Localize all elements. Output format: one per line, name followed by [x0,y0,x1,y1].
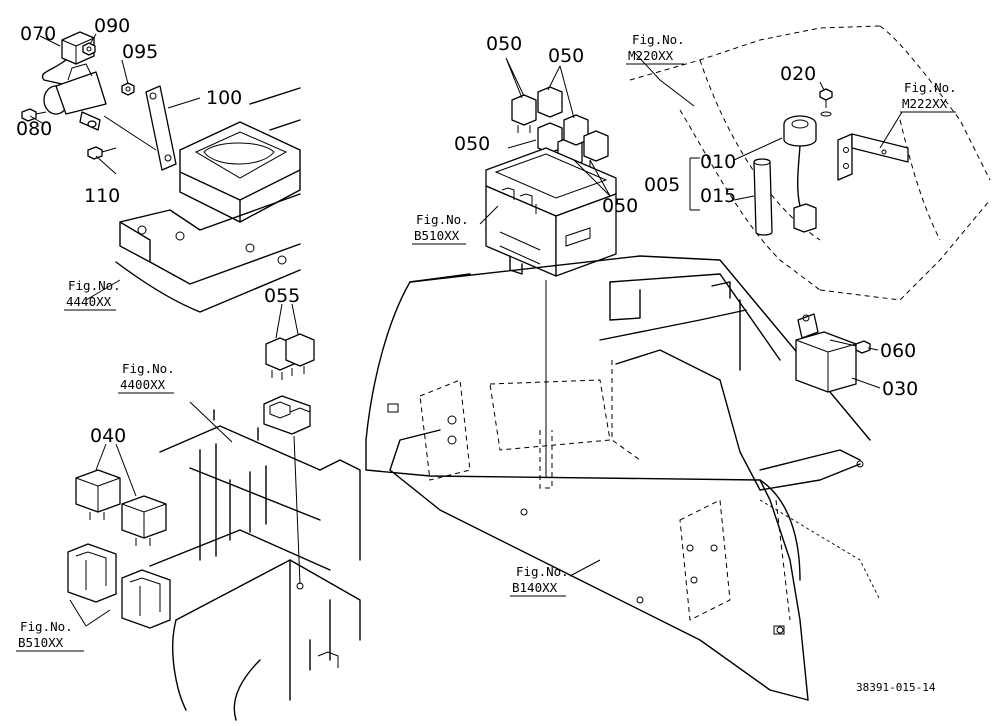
bracket-m222 [837,133,909,181]
nut-095 [121,82,135,96]
bracket-100 [103,85,177,171]
fig-ref-4400-code: 4400XX [120,377,166,392]
fig-ref-m220-code: M220XX [628,48,674,63]
fig-ref-4440-code: 4440XX [66,294,112,309]
part-number-labels: 070 090 095 100 080 110 050 050 050 050 … [16,15,918,447]
fig-ref-b510-top-label: Fig.No. [416,212,469,227]
relay-sockets-b510 [67,543,171,629]
part-number-050-c: 050 [454,133,490,155]
relay-055 [265,333,315,380]
leader-lines [29,33,903,627]
relay-socket-055 [263,395,311,585]
fig-ref-4400-label: Fig.No. [122,361,175,376]
screw-020 [819,88,833,117]
relays-050 [511,86,609,174]
part-number-005: 005 [644,174,680,196]
fig-ref-m222-label: Fig.No. [904,80,957,95]
fig-ref-b140-label: Fig.No. [516,564,569,579]
fig-ref-b140-code: B140XX [512,580,558,595]
part-number-060: 060 [880,340,916,362]
part-number-030: 030 [882,378,918,400]
part-number-095: 095 [122,41,158,63]
nut-090 [82,42,96,56]
manifold-4440 [115,87,301,313]
part-number-050-a: 050 [486,33,522,55]
sleeve-015 [753,158,773,236]
part-number-080: 080 [16,118,52,140]
fig-ref-4440-label: Fig.No. [68,278,121,293]
part-number-110: 110 [84,185,120,207]
part-number-100: 100 [206,87,242,109]
part-number-020: 020 [780,63,816,85]
figure-reference-labels: Fig.No. M220XX Fig.No. M222XX Fig.No. B5… [16,32,957,652]
bolt-060 [829,339,871,354]
relay-040-left [75,469,121,520]
part-number-015: 015 [700,185,736,207]
bracket-4400 [149,409,361,721]
part-number-050-b: 050 [548,45,584,67]
part-number-050-d: 050 [602,195,638,217]
part-number-055: 055 [264,285,300,307]
panel-b140 [365,255,881,701]
fuse-box [485,147,617,478]
part-number-010: 010 [700,151,736,173]
relay-070-assembly [41,31,107,131]
part-number-090: 090 [94,15,130,37]
flasher-030 [795,313,857,393]
drawing-code: 38391-015-14 [856,681,936,694]
sensor-010 [783,115,817,233]
bolt-110 [87,146,117,160]
fig-ref-b510-top-code: B510XX [414,228,460,243]
frame-bracket [599,273,864,491]
fig-ref-b510-bottom-code: B510XX [18,635,64,650]
fig-ref-m220-label: Fig.No. [632,32,685,47]
fig-ref-m222-code: M222XX [902,96,948,111]
part-number-070: 070 [20,23,56,45]
fig-ref-b510-bottom-label: Fig.No. [20,619,73,634]
relay-040-right [121,495,167,546]
part-number-040: 040 [90,425,126,447]
